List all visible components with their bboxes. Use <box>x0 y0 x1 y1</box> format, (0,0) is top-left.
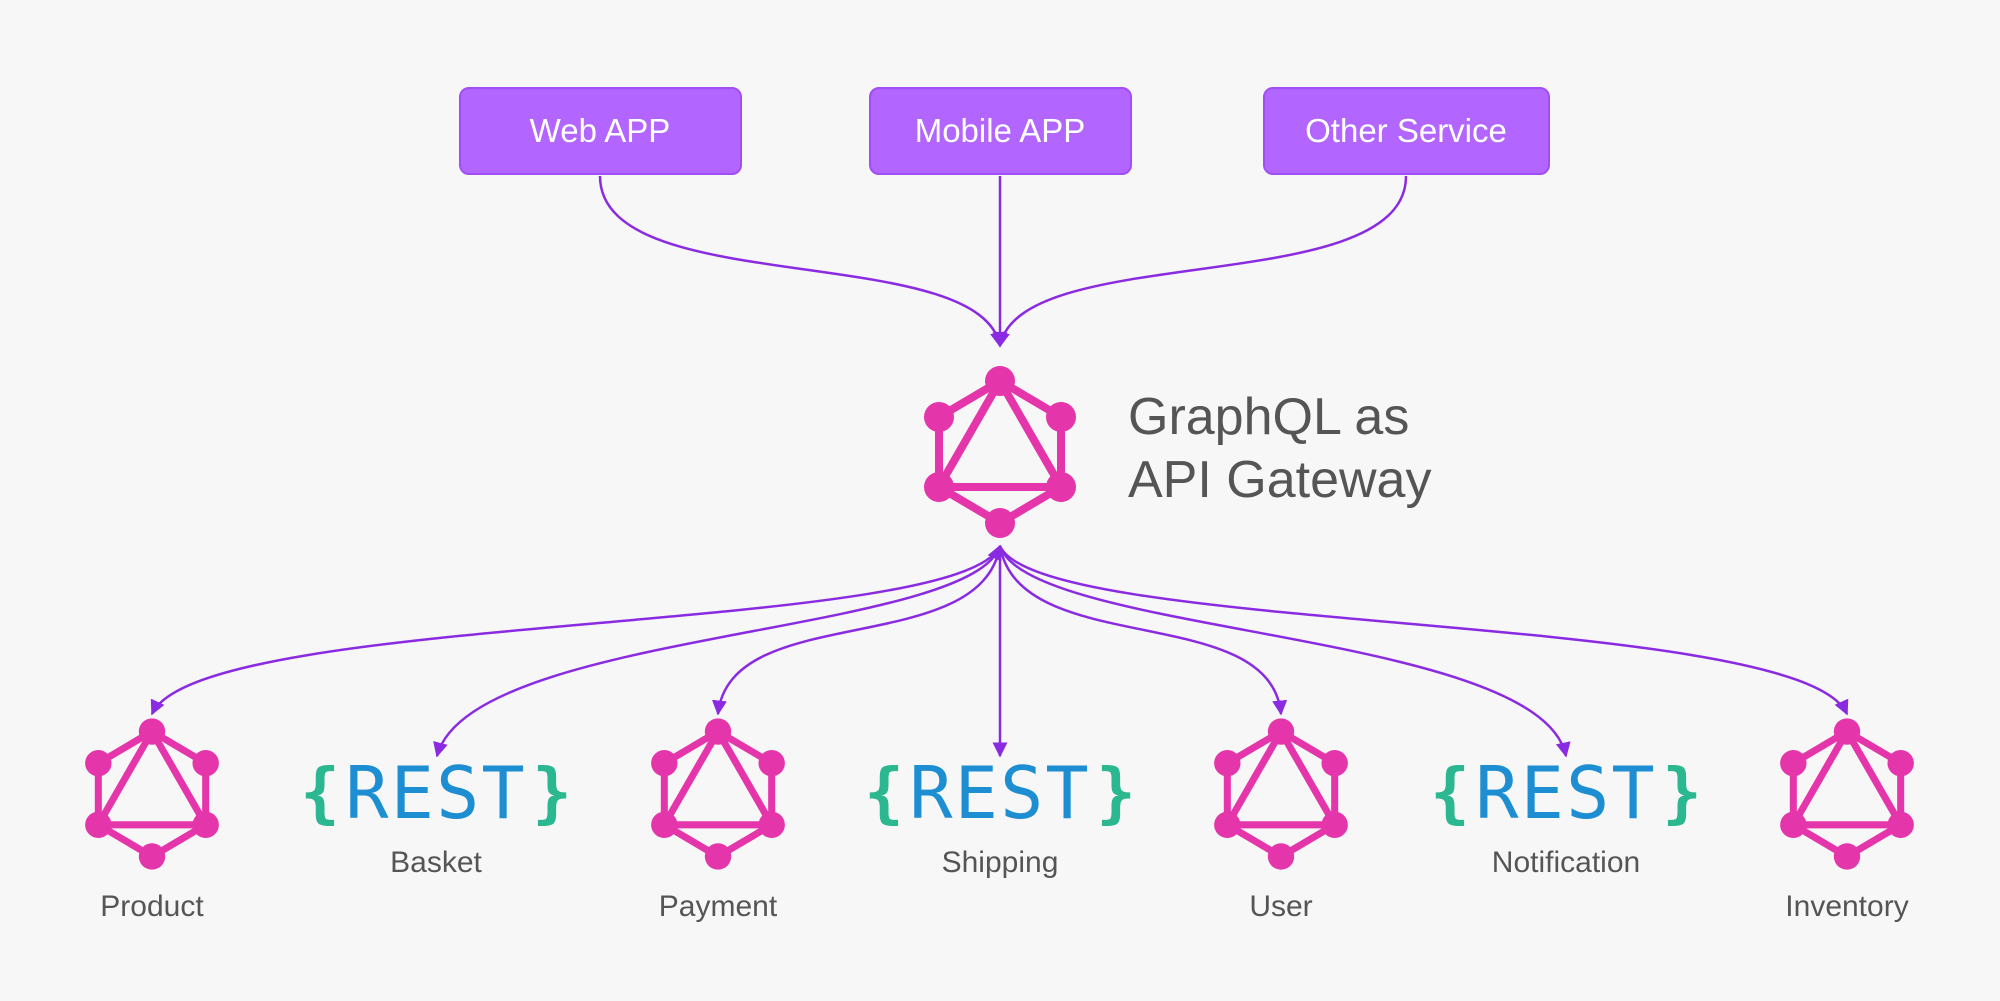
rest-text: REST <box>345 751 526 835</box>
graphql-icon <box>1780 718 1914 869</box>
rest-logo: { REST } <box>1430 751 1702 835</box>
client-other-service[interactable]: Other Service <box>1263 87 1550 175</box>
rest-logo: { REST } <box>864 751 1136 835</box>
rest-brace-close: } <box>1662 754 1702 831</box>
rest-brace-open: { <box>864 754 904 831</box>
client-label: Web APP <box>530 112 671 149</box>
service-label: Product <box>100 890 204 923</box>
connector-payment <box>711 545 1002 716</box>
rest-text: REST <box>909 751 1090 835</box>
service-user: User <box>1214 718 1348 923</box>
service-basket: { REST } Basket <box>300 751 572 879</box>
service-notification: { REST } Notification <box>1430 751 1702 879</box>
client-label: Other Service <box>1305 112 1507 149</box>
rest-text: REST <box>1475 751 1656 835</box>
service-product: Product <box>85 718 219 923</box>
rest-brace-close: } <box>1096 754 1136 831</box>
rest-logo: { REST } <box>300 751 572 835</box>
connector-user <box>998 545 1288 716</box>
service-payment: Payment <box>651 718 785 923</box>
service-label: Inventory <box>1785 890 1908 923</box>
service-label: Shipping <box>942 846 1059 879</box>
service-inventory: Inventory <box>1780 718 1914 923</box>
connector-product <box>150 544 1002 716</box>
client-label: Mobile APP <box>915 112 1086 149</box>
connector-other-service <box>995 175 1408 348</box>
service-connectors <box>150 544 1849 758</box>
graphql-icon <box>1214 718 1348 869</box>
service-shipping: { REST } Shipping <box>864 751 1136 879</box>
rest-brace-open: { <box>300 754 340 831</box>
rest-brace-close: } <box>532 754 572 831</box>
service-label: Basket <box>390 846 482 879</box>
gateway-title-line2: API Gateway <box>1128 451 1431 509</box>
graphql-icon <box>651 718 785 869</box>
client-connectors <box>598 175 1408 348</box>
connector-inventory <box>998 545 1849 716</box>
connector-web-app <box>598 175 1005 348</box>
connector-basket <box>433 545 1002 758</box>
client-web-app[interactable]: Web APP <box>459 87 742 175</box>
connector-notification <box>998 545 1571 758</box>
service-label: Notification <box>1492 846 1640 879</box>
graphql-icon <box>85 718 219 869</box>
graphql-icon <box>924 366 1076 538</box>
rest-brace-open: { <box>1430 754 1470 831</box>
client-mobile-app[interactable]: Mobile APP <box>869 87 1132 175</box>
service-label: User <box>1249 890 1312 923</box>
service-label: Payment <box>659 890 778 923</box>
gateway: GraphQL as API Gateway <box>924 366 1431 538</box>
gateway-title-line1: GraphQL as <box>1128 388 1409 446</box>
